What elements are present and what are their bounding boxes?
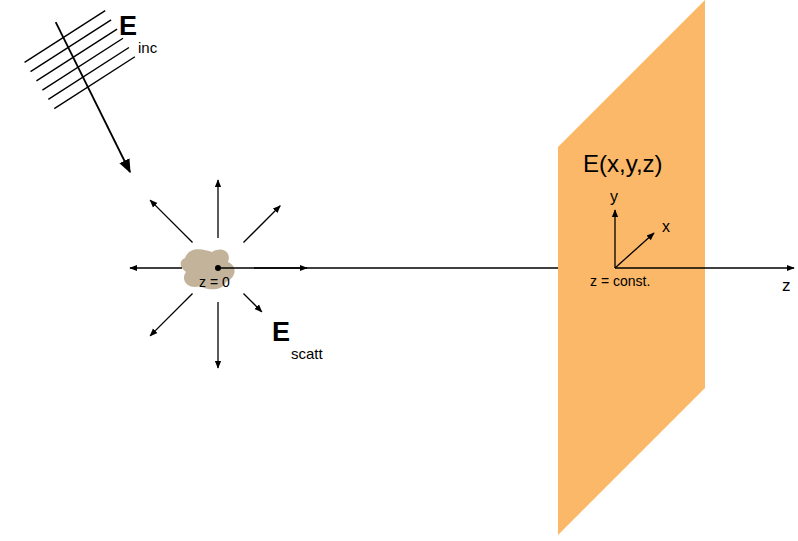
wavefront-line bbox=[25, 11, 106, 63]
scattered-arrow bbox=[217, 180, 218, 238]
field-symbol: E bbox=[119, 12, 137, 42]
plane-wave bbox=[25, 11, 135, 172]
z-axis bbox=[615, 267, 794, 268]
subscript: inc bbox=[138, 40, 157, 57]
wavefront-line bbox=[31, 20, 112, 72]
scattered-arrow bbox=[130, 267, 182, 268]
subscript: scatt bbox=[291, 346, 323, 363]
scattered-arrows bbox=[130, 180, 307, 368]
wavefront-line bbox=[36, 29, 117, 81]
wavefront-line bbox=[48, 48, 129, 100]
position-label: z = 0 bbox=[199, 275, 230, 290]
propagation-line bbox=[218, 267, 558, 268]
field-label: E(x,y,z) bbox=[583, 151, 663, 177]
plane-label: z = const. bbox=[590, 274, 650, 289]
wavefront-line bbox=[42, 38, 123, 90]
field-symbol: E bbox=[272, 318, 290, 348]
y-axis bbox=[614, 210, 615, 268]
scattered-arrow bbox=[150, 200, 192, 242]
x-axis bbox=[615, 233, 654, 268]
plane-shape bbox=[558, 0, 705, 536]
axis-label: y bbox=[610, 188, 618, 206]
axis-label: x bbox=[662, 218, 670, 236]
observation-plane: E(x,y,z) y x z = const. bbox=[558, 0, 705, 536]
scattered-arrow bbox=[217, 302, 218, 368]
axis-label: z bbox=[782, 277, 791, 296]
incident-arrow bbox=[56, 22, 130, 172]
scattered-arrow bbox=[254, 267, 307, 268]
scattered-arrow bbox=[150, 293, 192, 335]
scattered-arrow bbox=[243, 206, 280, 243]
plane-fill bbox=[558, 0, 705, 535]
scattered-arrow bbox=[243, 293, 261, 311]
origin-dot bbox=[215, 265, 221, 271]
